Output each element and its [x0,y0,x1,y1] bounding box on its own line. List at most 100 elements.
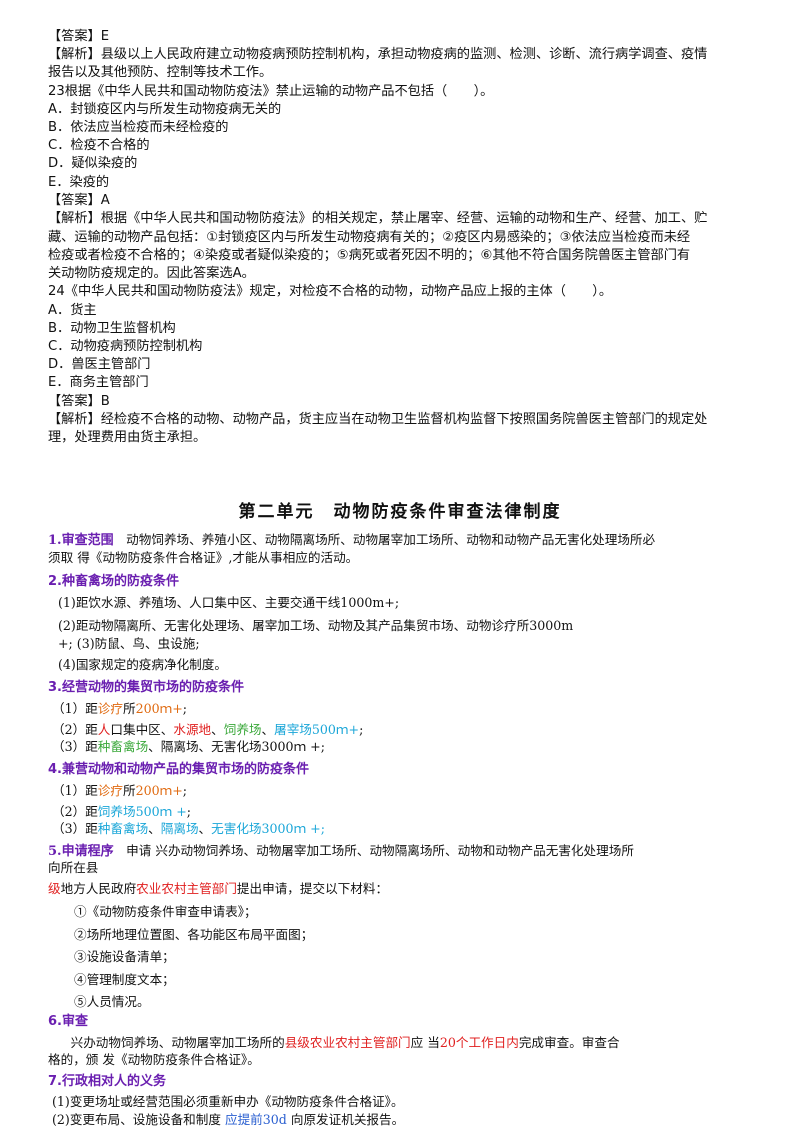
s5-t2-a: 级 [48,881,61,896]
answer-23: 【答案】A [48,193,110,208]
s3-heading: 3.经营动物的集贸市场的防疫条件 [48,680,244,695]
s7-item1: (1)变更场址或经营范围必须重新申办《动物防疫条件合格证》。 [52,1094,404,1109]
s6-line1: 兴办动物饲养场、动物屠宰加工场所的县级农业农村主管部门应 当20个工作日内完成审… [58,1034,620,1052]
option-23-a: A．封锁疫区内与所发生动物疫病无关的 [48,102,282,117]
s6-heading: 6.审查 [48,1014,88,1029]
s3-i1-e: ; [182,701,188,716]
option-23-e: E．染疫的 [48,175,110,190]
option-24-e: E．商务主管部门 [48,375,149,390]
s6-t1-e: 完成审查。审查合 [518,1035,620,1050]
s4-item1: （1）距诊疗所200ｍ+; [52,782,187,800]
option-24-b: B．动物卫生监督机构 [48,321,176,336]
s3-i2-f: 饲养场 [223,722,262,737]
s3-i3-c: 、隔离场、无害化场3000ｍ +; [148,739,325,754]
s3-i2-b: 人 [97,722,111,737]
option-24-a: A．货主 [48,303,97,318]
s1-line1: 1.审查范围 动物饲养场、养殖小区、动物隔离场所、动物屠宰加工场所、动物和动物产… [48,531,655,550]
s3-i2-d: 水源地 [173,722,212,737]
s6-t1-d: 20个工作日内 [439,1035,519,1050]
option-23-b: B．依法应当检疫而未经检疫的 [48,120,229,135]
s4-i2-a: （2）距 [52,804,98,819]
s1-heading: 1.审查范围 [48,533,114,548]
s4-i3-c: 、 [148,821,161,836]
s4-line0: 4.兼营动物和动物产品的集贸市场的防疫条件 [48,761,309,779]
s4-i3-b: 种畜禽场 [97,821,149,836]
s4-i3-e: 、 [198,821,212,836]
s6-t1-a: 兴办动物饲养场、动物屠宰加工场所的 [58,1035,285,1050]
s2-heading: 2.种畜禽场的防疫条件 [48,574,179,589]
s2-item1: (1)距饮水源、养殖场、人口集中区、主要交通干线1000m+; [58,595,400,610]
section-title: 第二单元 动物防疫条件审查法律制度 [238,502,562,522]
s2-item3: +; (3)防鼠、鸟、虫设施; [58,636,200,651]
analysis-22-line1: 【解析】县级以上人民政府建立动物疫病预防控制机构，承担动物疫病的监测、检测、诊断… [48,47,708,62]
s2-item2: (2)距动物隔离所、无害化处理场、屠宰加工场、动物及其产品集贸市场、动物诊疗所3… [58,618,574,633]
s3-i3-b: 种畜禽场 [97,739,149,754]
s7-heading: 7.行政相对人的义务 [48,1074,166,1089]
s7-i2-b: 应提前30d [224,1112,287,1127]
s1-text2: 须取 得《动物防疫条件合格证》,才能从事相应的活动。 [48,550,359,565]
s4-i3-f: 无害化场3000ｍ +; [211,821,325,836]
s3-item1: （1）距诊疗所200ｍ+; [52,700,187,718]
question-24: 24《中华人民共和国动物防疫法》规定，对检疫不合格的动物，动物产品应上报的主体（… [48,284,613,299]
s3-i1-d: 200ｍ+ [135,701,183,716]
s5-t2-b: 地方人民政府 [60,881,137,896]
s3-i2-i: ; [359,722,364,737]
s3-i2-e: 、 [211,722,224,737]
s6-line0: 6.审查 [48,1013,88,1031]
answer-22: 【答案】E [48,29,110,44]
s5-text1b: 向所在县 [48,860,99,875]
s7-i2-a: (2)变更布局、设施设备和制度 [52,1112,225,1127]
s4-i1-e: ; [182,783,188,798]
s3-i2-a: （2）距 [52,722,98,737]
s4-i1-b: 诊疗 [97,783,123,798]
analysis-23-line2: 藏、运输的动物产品包括：①封锁疫区内与所发生动物疫病有关的；②疫区内易感染的；③… [48,230,691,245]
s6-t1-b: 县级农业农村主管部门 [284,1035,411,1050]
s7-i2-c: 向原发证机关报告。 [286,1112,405,1127]
s5-material-5: ⑤人员情况。 [74,994,150,1009]
s4-i3-d: 隔离场 [160,821,199,836]
option-24-c: C．动物疫病预防控制机构 [48,339,203,354]
s2-line0: 2.种畜禽场的防疫条件 [48,573,179,591]
s3-item3: （3）距种畜禽场、隔离场、无害化场3000ｍ +; [52,738,325,756]
s7-line0: 7.行政相对人的义务 [48,1073,166,1091]
analysis-23-line4: 关动物防疫规定的。因此答案选A。 [48,266,255,281]
analysis-22-line2: 报告以及其他预防、控制等技术工作。 [48,65,273,80]
s5-material-4: ④管理制度文本； [74,972,175,987]
s3-item2: （2）距人口集中区、水源地、饲养场、屠宰场500ｍ+; [52,721,363,739]
s4-item2: （2）距饲养场500ｍ +; [52,803,191,821]
option-23-c: C．检疫不合格的 [48,138,150,153]
question-23: 23根据《中华人民共和国动物防疫法》禁止运输的动物产品不包括（ ）。 [48,84,494,99]
s5-heading: 5.申请程序 [48,844,114,859]
analysis-23-line1: 【解析】根据《中华人民共和国动物防疫法》的相关规定，禁止屠宰、经营、运输的动物和… [48,211,708,226]
analysis-24-line2: 理，处理费用由货主承担。 [48,430,207,445]
s5-material-1: ①《动物防疫条件审查申请表》； [74,904,257,919]
s6-t1-c: 应 当 [410,1035,440,1050]
s3-i3-a: （3）距 [52,739,98,754]
s3-i2-c: 口集中区、 [110,722,174,737]
analysis-23-line3: 检疫或者检疫不合格的；④染疫或者疑似染疫的；⑤病死或者死因不明的；⑥其他不符合国… [48,248,691,263]
s5-line2: 级地方人民政府农业农村主管部门提出申请，提交以下材料： [48,880,388,898]
s4-item3: （3）距种畜禽场、隔离场、无害化场3000ｍ +; [52,820,325,838]
s6-line2: 格的，颁 发《动物防疫条件合格证》。 [48,1052,260,1067]
s4-i3-a: （3）距 [52,821,98,836]
analysis-24-line1: 【解析】经检疫不合格的动物、动物产品，货主应当在动物卫生监督机构监督下按照国务院… [48,412,708,427]
s2-item4: (4)国家规定的疫病净化制度。 [58,657,227,672]
s1-text1: 动物饲养场、养殖小区、动物隔离场所、动物屠宰加工场所、动物和动物产品无害化处理场… [113,532,656,547]
s4-i1-d: 200ｍ+ [135,783,183,798]
s3-line0: 3.经营动物的集贸市场的防疫条件 [48,679,244,697]
s4-i1-a: （1）距 [52,783,98,798]
answer-24: 【答案】B [48,394,110,409]
s3-i1-b: 诊疗 [97,701,123,716]
s4-i1-c: 所 [122,783,136,798]
option-23-d: D．疑似染疫的 [48,156,138,171]
s5-text1: 申请 兴办动物饲养场、动物屠宰加工场所、动物隔离场所、动物和动物产品无害化处理场… [113,843,634,858]
s5-material-2: ②场所地理位置图、各功能区布局平面图； [74,927,314,942]
s3-i1-c: 所 [122,701,136,716]
s4-i2-b: 饲养场500ｍ + [97,804,187,819]
s5-line1: 5.申请程序 申请 兴办动物饲养场、动物屠宰加工场所、动物隔离场所、动物和动物产… [48,842,634,861]
s4-i2-c: ; [186,804,192,819]
s5-t2-d: 提出申请，提交以下材料： [236,881,389,896]
s3-i2-h: 屠宰场500ｍ+ [274,722,360,737]
option-24-d: D．兽医主管部门 [48,357,151,372]
